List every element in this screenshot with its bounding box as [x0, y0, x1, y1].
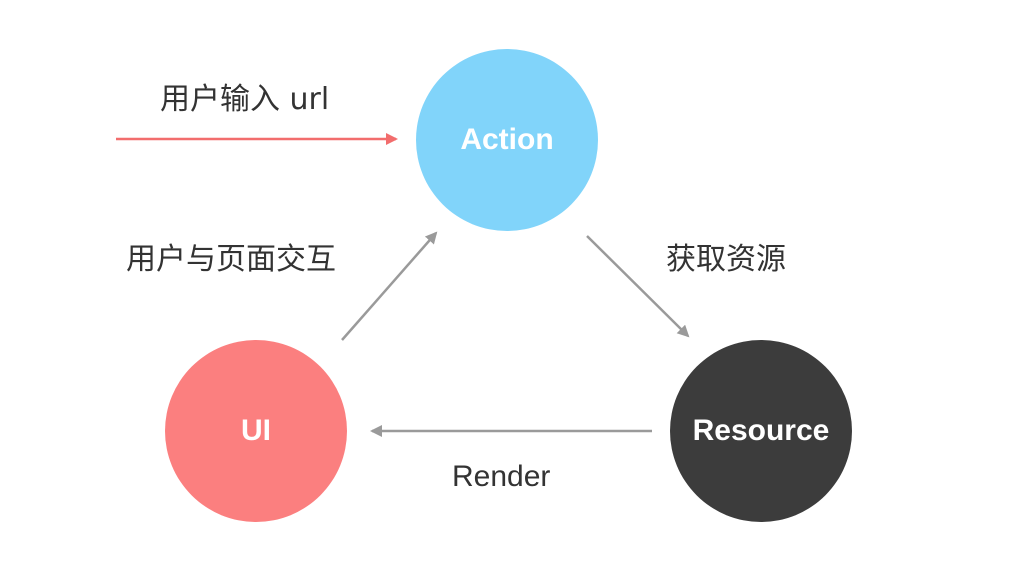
action-node-label: Action [460, 123, 554, 156]
user-interaction-arrow [341, 231, 438, 341]
ui-node: UI [165, 340, 347, 522]
fetch-resource-label: 获取资源 [666, 242, 786, 277]
action-node: Action [416, 49, 598, 231]
user-interaction-label: 用户与页面交互 [126, 242, 336, 277]
ui-node-label: UI [241, 414, 271, 447]
render-label: Render [452, 460, 551, 493]
fetch-resource-arrow [586, 235, 690, 338]
resource-node-label: Resource [692, 414, 830, 447]
user-input-label: 用户输入 url [160, 82, 330, 117]
resource-node: Resource [670, 340, 852, 522]
